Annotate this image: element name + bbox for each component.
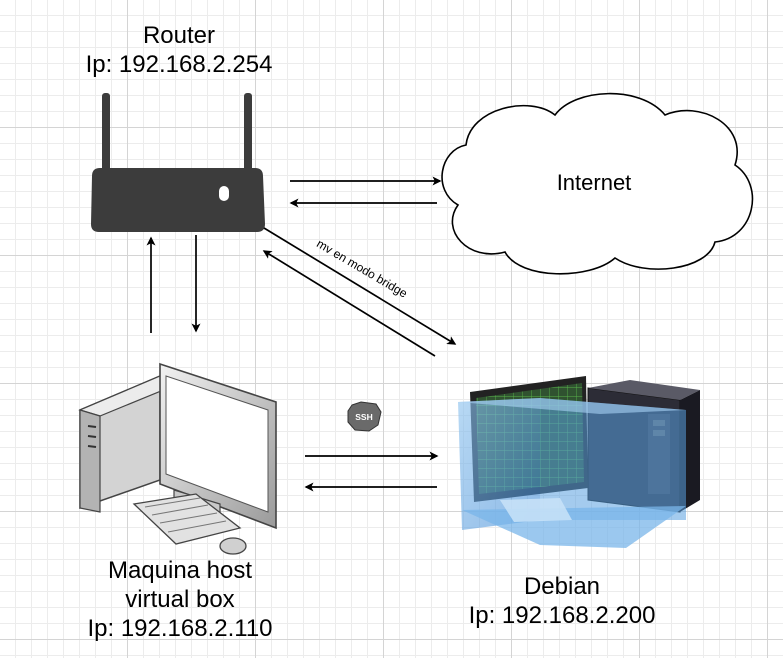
debian-vm-icon[interactable] — [458, 376, 700, 548]
host-mouse — [219, 537, 247, 555]
host-label: Maquina host virtual box Ip: 192.168.2.1… — [55, 556, 305, 643]
router-antenna-left — [102, 93, 110, 175]
debian-name: Debian — [523, 573, 601, 600]
router-label: Router Ip: 192.168.2.254 — [58, 21, 300, 79]
vm-overlay-front — [458, 398, 540, 530]
debian-label: Debian Ip: 192.168.2.200 — [440, 572, 684, 630]
vm-base — [462, 506, 686, 548]
internet-cloud-icon[interactable] — [441, 92, 754, 275]
host-line2: virtual box — [125, 586, 235, 613]
internet-label: Internet — [557, 170, 632, 195]
host-line1: Maquina host — [107, 557, 253, 584]
router-body — [91, 168, 265, 232]
vm-overlay-right — [540, 398, 686, 520]
router-name: Router — [142, 22, 216, 49]
host-ip: Ip: 192.168.2.110 — [87, 615, 273, 642]
ssh-badge-icon: SSH — [347, 401, 382, 432]
arrow-debian-to-router — [262, 250, 436, 357]
arrow-router-to-debian — [263, 227, 457, 345]
router-antenna-right — [244, 93, 252, 175]
host-tower-side — [79, 409, 101, 513]
router-icon[interactable] — [91, 93, 265, 232]
router-led — [219, 186, 229, 201]
debian-ip: Ip: 192.168.2.200 — [468, 602, 656, 629]
cloud-shape — [441, 92, 754, 275]
host-computer-icon[interactable] — [78, 362, 277, 555]
host-monitor-screen — [165, 375, 269, 513]
router-ip: Ip: 192.168.2.254 — [85, 51, 273, 78]
ssh-badge-text: SSH — [355, 412, 372, 422]
host-keyboard — [132, 493, 242, 545]
